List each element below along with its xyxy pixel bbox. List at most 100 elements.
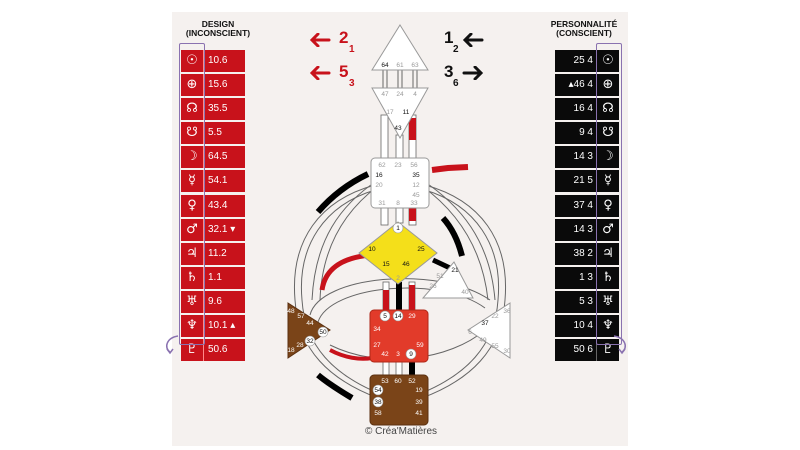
gate-53: 53	[381, 378, 389, 385]
mars-icon: ♂	[181, 218, 204, 241]
gate-57: 57	[297, 313, 305, 320]
design-row: ♂32.1 ▾	[181, 218, 245, 241]
design-row: ♃ 11.2	[181, 242, 245, 265]
gate-5: 5	[383, 313, 387, 320]
sun-icon: ☉	[181, 50, 204, 72]
gate-32: 32	[306, 338, 314, 345]
gate-64: 64	[381, 62, 389, 69]
head-center: 64 61 63	[371, 24, 429, 71]
gate-25: 25	[417, 246, 425, 253]
design-value: 54.1	[208, 175, 228, 187]
gate-11: 11	[403, 109, 410, 116]
gate-29: 29	[408, 313, 416, 320]
gate-21: 21	[451, 267, 459, 274]
head-ajna-channels	[382, 70, 418, 90]
design-row: ⊕ 15.6	[181, 74, 245, 97]
pluto-icon: ♇	[596, 339, 619, 362]
gate-62: 62	[378, 162, 386, 169]
gate-14: 14	[394, 313, 402, 320]
gate-63: 63	[411, 62, 419, 69]
arrow-top-right-sub: 2	[453, 44, 459, 55]
gate-45: 45	[412, 192, 420, 199]
gate-8: 8	[396, 200, 400, 207]
curl-arrow-icon-right	[613, 335, 627, 355]
gate-26: 26	[429, 283, 437, 290]
arrow-bottom-right-sub: 6	[453, 78, 459, 89]
gate-30: 30	[503, 348, 511, 355]
personality-value: ▴46 4	[568, 79, 593, 91]
ajna-center: 47 24 4 17 11 43	[371, 87, 429, 140]
design-value: 64.5	[208, 151, 228, 163]
gate-10: 10	[368, 246, 376, 253]
earth-icon: ⊕	[181, 74, 204, 97]
design-row: ☉10.6	[181, 50, 245, 72]
arrow-left-icon-bottom-left	[309, 66, 331, 80]
personality-value: 38 2	[573, 247, 593, 259]
design-value: 43.4	[208, 199, 228, 211]
gate-34: 34	[373, 326, 381, 333]
personality-value: 14 3	[573, 223, 593, 235]
design-value: 35.5	[208, 103, 228, 115]
design-row: ♄ 1.1	[181, 266, 245, 289]
heart-center: 21 26 51 40	[421, 261, 474, 299]
personality-value: 25 4	[573, 55, 593, 66]
arrow-right-icon-bottom-right	[462, 66, 484, 80]
gate-59: 59	[416, 342, 424, 349]
gate-52: 52	[408, 378, 416, 385]
gate-23: 23	[394, 162, 402, 169]
gate-49: 49	[479, 337, 487, 344]
personality-planet-list: ☉25 4⊕▴46 4☊16 4☋9 4☽14 3☿21 5♀37 4♂14 3…	[555, 50, 619, 363]
gate-3: 3	[396, 351, 400, 358]
arrow-top-left-sub: 1	[349, 44, 355, 55]
outer-channels	[293, 179, 507, 399]
design-row: ☊35.5	[181, 98, 245, 121]
gate-50: 50	[319, 329, 327, 336]
personality-value: 1 3	[579, 271, 593, 283]
design-value: 9.6	[208, 295, 222, 307]
gate-16: 16	[375, 172, 383, 179]
gate-1: 1	[396, 225, 400, 232]
copyright: © Créa'Matières	[364, 426, 438, 437]
arrow-bottom-left-sub: 3	[349, 78, 355, 89]
gate-12: 12	[412, 182, 420, 189]
gate-55: 55	[491, 343, 499, 350]
design-row: ☿ 54.1	[181, 170, 245, 193]
design-value: 15.6	[208, 79, 228, 91]
jupiter-icon: ♃	[181, 242, 204, 265]
arrow-left-icon-top-right	[462, 33, 484, 47]
design-row: ☽64.5	[181, 146, 245, 169]
gate-17: 17	[386, 109, 394, 116]
design-value: 11.2	[208, 247, 227, 259]
personality-value: 5 3	[579, 295, 593, 307]
throat-center: 62 23 56 16 35 20 12 45 31 8 33	[370, 157, 430, 209]
gate-51: 51	[436, 273, 444, 280]
design-row: ♅9.6	[181, 290, 245, 313]
gate-47: 47	[381, 91, 389, 98]
mercury-icon: ☿	[181, 170, 204, 193]
personality-value: 10 4	[573, 320, 593, 332]
root-center: 53 60 52 54 19 38 39 58 41	[369, 374, 429, 426]
design-value: 10.1 ▴	[208, 320, 236, 332]
neptune-icon: ♆	[181, 315, 204, 338]
design-row: ♀ 43.4	[181, 194, 245, 217]
solar-plexus-center: 36 22 37 6 49 55 30	[467, 302, 511, 359]
personality-value: 16 4	[573, 103, 593, 115]
gate-60: 60	[394, 378, 402, 385]
spleen-center: 48 57 44 50 32 28 18	[287, 302, 331, 359]
arrow-top-right-number: 1	[444, 28, 454, 47]
venus-icon: ♀	[181, 194, 204, 217]
arrow-bottom-right-number: 3	[444, 62, 454, 81]
gate-56: 56	[410, 162, 418, 169]
gate-61: 61	[396, 62, 404, 69]
design-row: ☋5.5	[181, 122, 245, 145]
gate-28: 28	[296, 342, 304, 349]
gate-20: 20	[375, 182, 383, 189]
design-value: 5.5	[208, 127, 222, 139]
personality-value: 21 5	[573, 175, 593, 187]
saturn-icon: ♄	[181, 266, 204, 289]
personality-title: PERSONNALITÉ(CONSCIENT)	[550, 19, 618, 38]
design-value: 1.1	[208, 271, 222, 283]
design-planet-list: ☉10.6⊕ 15.6 ☊35.5☋5.5☽64.5☿ 54.1 ♀ 43.4 ♂32.1 …	[181, 50, 245, 363]
gate-46: 46	[402, 261, 410, 268]
